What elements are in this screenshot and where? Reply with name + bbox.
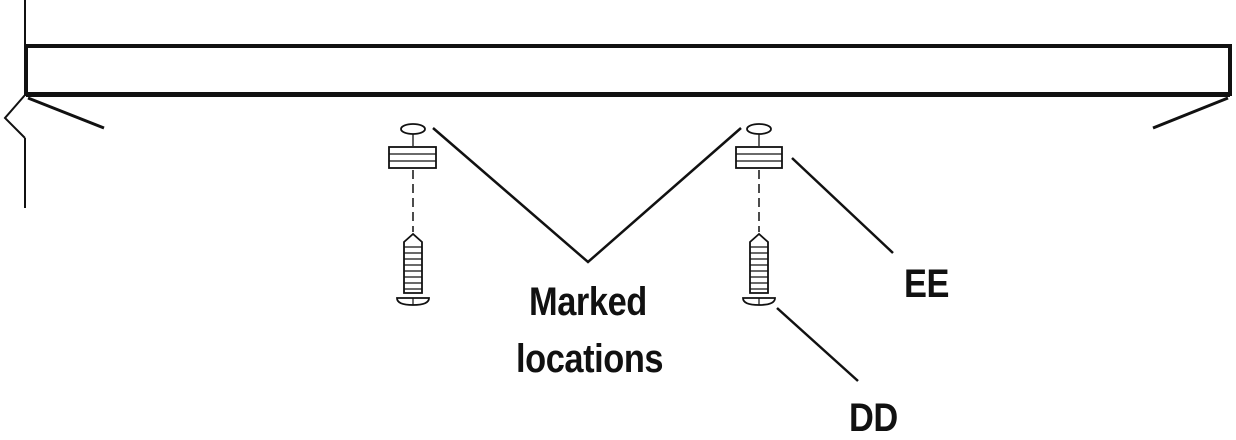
- right-fastener-assembly: [735, 123, 783, 306]
- wall-break-line: [3, 0, 26, 208]
- spacer-ee-left: [388, 146, 437, 169]
- screw-dd-left: [396, 232, 430, 306]
- rail-bar: [24, 44, 1232, 96]
- left-fastener-assembly: [388, 123, 437, 306]
- marked-locations-label-line2: locations: [516, 337, 664, 381]
- spacer-ee-right: [735, 146, 783, 169]
- marked-location-right: [746, 123, 772, 135]
- left-bevel: [27, 96, 105, 130]
- dd-label: DD: [849, 396, 898, 440]
- marked-locations-label-line1: Marked: [529, 280, 647, 324]
- marked-location-left: [400, 123, 426, 135]
- dd-leader-line: [776, 307, 859, 382]
- right-bevel: [1152, 96, 1229, 130]
- marked-locations-leader: [432, 127, 742, 264]
- ee-leader-line: [791, 157, 894, 254]
- screw-dd-right: [742, 232, 776, 306]
- ee-label: EE: [904, 262, 950, 306]
